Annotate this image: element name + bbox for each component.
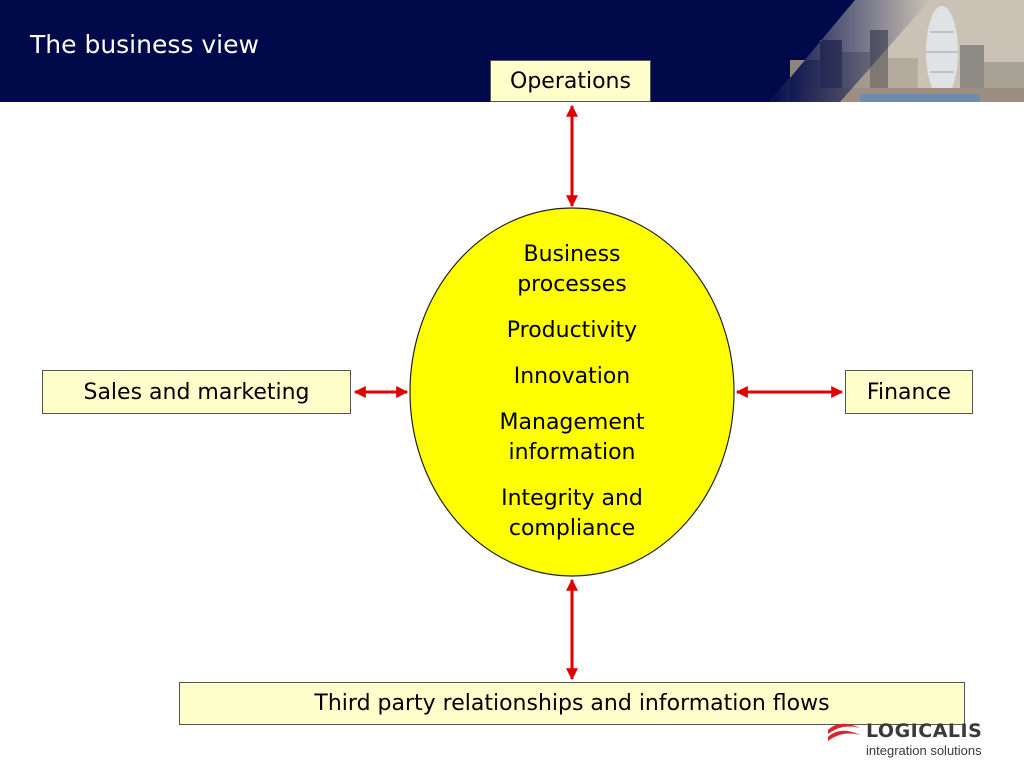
logicalis-mark-icon [828, 723, 860, 741]
core-item-innovation: Innovation [513, 364, 631, 389]
core-item-productivity: Productivity [506, 318, 638, 343]
operations-box: Operations [490, 60, 651, 102]
core-item-management-information: Management information [499, 410, 645, 465]
city-skyline-image [770, 0, 1024, 102]
third-party-box: Third party relationships and informatio… [179, 682, 965, 725]
logo-name: LOGICALIS [866, 720, 983, 742]
slide-title: The business view [30, 30, 259, 59]
logo-tagline: integration solutions [866, 743, 982, 758]
company-logo: LOGICALIS integration solutions [826, 720, 1016, 764]
core-item-integrity-compliance: Integrity and compliance [501, 486, 643, 541]
core-item-business-processes: Business processes [517, 242, 627, 297]
header-banner: The business view [0, 0, 1024, 102]
finance-box: Finance [845, 370, 973, 414]
core-list: Business processes Productivity Innovati… [440, 240, 704, 544]
sales-marketing-box: Sales and marketing [42, 370, 351, 414]
core-ellipse [409, 207, 735, 577]
